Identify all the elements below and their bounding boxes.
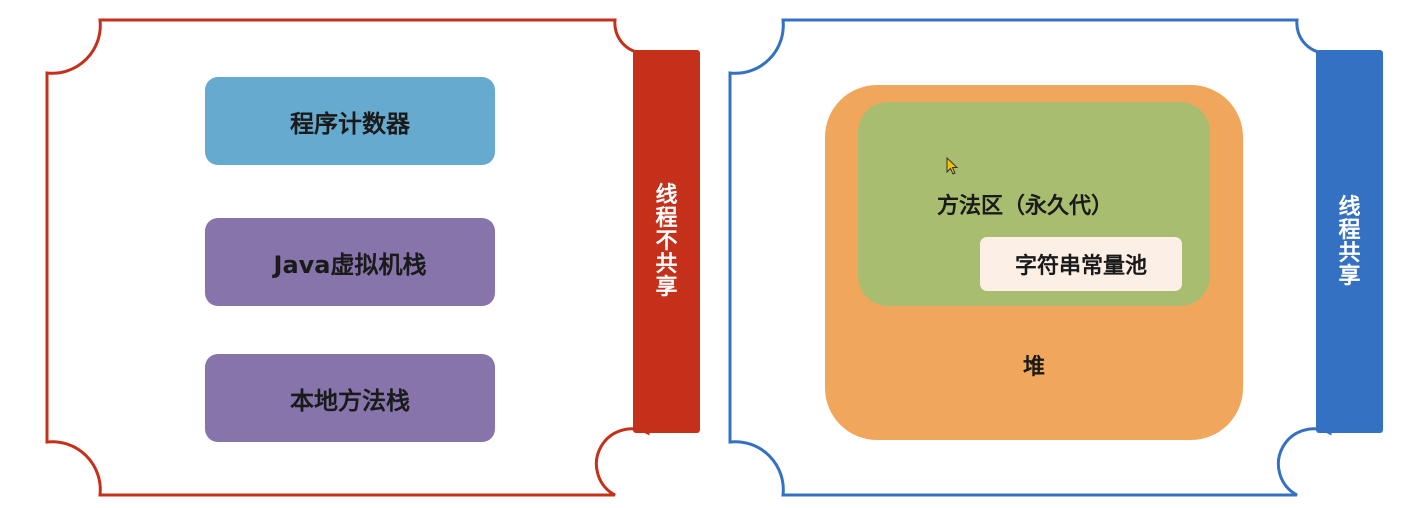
string-constant-pool-box: 字符串常量池 [980,237,1182,291]
method-area-label: 方法区（永久代） [936,194,1113,219]
thread-shared-bar: 线程共享 [1316,50,1383,433]
java-vm-stack-box: Java虚拟机栈 [205,218,495,306]
thread-shared-label: 线程共享 [1338,194,1361,289]
native-method-stack-label: 本地方法栈 [290,386,410,415]
program-counter-box: 程序计数器 [205,77,495,165]
thread-private-bar: 线程不共享 [633,50,700,433]
mouse-cursor-icon [946,157,959,175]
thread-private-label: 线程不共享 [655,183,678,300]
program-counter-label: 程序计数器 [290,109,410,138]
heap-label: 堆 [1022,355,1045,380]
string-constant-pool-label: 字符串常量池 [1014,254,1147,279]
java-vm-stack-label: Java虚拟机栈 [273,250,427,279]
native-method-stack-box: 本地方法栈 [205,354,495,442]
